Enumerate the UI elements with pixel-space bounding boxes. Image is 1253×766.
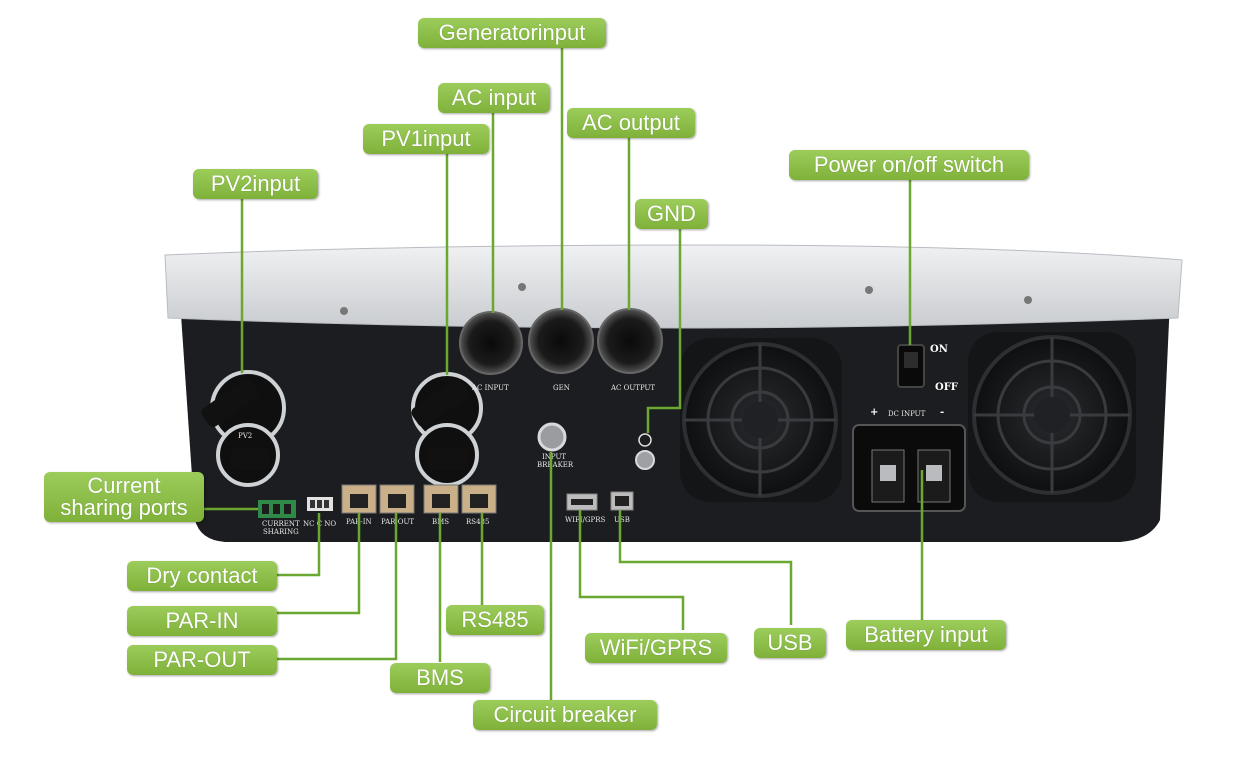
breaker-panel-text-1: INPUT (542, 453, 566, 461)
pv2-connectors: PV2 (201, 370, 286, 487)
switch-off-text: OFF (935, 382, 958, 393)
screw-icon (1024, 296, 1032, 304)
callout-generator-input: Generatorinput (418, 18, 606, 48)
leader-par-out (276, 513, 398, 661)
rs485-panel-text: RS485 (466, 518, 489, 526)
gnd-terminal (635, 450, 655, 470)
gnd-symbol-icon (638, 433, 652, 447)
breaker-panel-text-2: BREAKER (537, 461, 574, 469)
par-out-panel-text: PAR-OUT (381, 518, 414, 526)
callout-wifi-gprs: WiFi/GPRS (585, 633, 727, 663)
current-sharing-port: CURRENT SHARING (258, 500, 300, 536)
callout-dry-contact: Dry contact (127, 561, 277, 591)
ac-input-panel-text: AC INPUT (471, 384, 509, 392)
wifi-panel-text: WIFI/GPRS (565, 516, 606, 524)
callout-usb: USB (754, 628, 826, 658)
callout-pv2-input: PV2input (193, 169, 318, 199)
callout-par-in: PAR-IN (127, 606, 277, 636)
pv1-connectors (411, 372, 483, 487)
switch-on-text: ON (930, 344, 948, 355)
gen-gland (528, 308, 594, 374)
leader-gnd (646, 226, 682, 433)
ac-output-panel-text: AC OUTPUT (610, 384, 655, 392)
screw-icon (518, 283, 526, 291)
callout-ac-output: AC output (567, 108, 695, 138)
circuit-breaker-knob (537, 422, 567, 452)
left-fan (680, 338, 842, 502)
ac-output-gland (597, 308, 663, 374)
callout-current-sharing: Current sharing ports (44, 472, 204, 522)
ac-input-gland (459, 311, 523, 375)
pv2-panel-text: PV2 (238, 432, 252, 440)
callout-pv1-input: PV1input (363, 124, 489, 154)
callout-par-out: PAR-OUT (127, 645, 277, 675)
dc-plus-text: + (870, 407, 878, 418)
leader-usb (618, 510, 793, 625)
callout-bms: BMS (390, 663, 490, 693)
gen-panel-text: GEN (553, 384, 570, 392)
screw-icon (865, 286, 873, 294)
sharing-panel-text: SHARING (263, 528, 299, 536)
device-cover (164, 244, 1183, 329)
callout-battery-input: Battery input (846, 620, 1006, 650)
callout-ac-input: AC input (438, 83, 550, 113)
dc-minus-text: - (940, 407, 944, 418)
leader-lines (203, 44, 924, 700)
callout-power-switch: Power on/off switch (789, 150, 1029, 180)
callout-rs485: RS485 (446, 605, 544, 635)
leader-dry-contact (276, 513, 321, 577)
callout-gnd: GND (635, 199, 708, 229)
leader-par-in (276, 513, 361, 615)
callout-circuit-breaker: Circuit breaker (473, 700, 657, 730)
current-panel-text: CURRENT (262, 520, 300, 528)
screw-icon (340, 307, 348, 315)
power-switch-rocker (904, 352, 918, 368)
dc-input-panel-text: DC INPUT (888, 410, 926, 418)
usb-panel-text: USB (614, 516, 630, 524)
leader-wifi (578, 510, 685, 630)
right-fan (968, 332, 1136, 502)
